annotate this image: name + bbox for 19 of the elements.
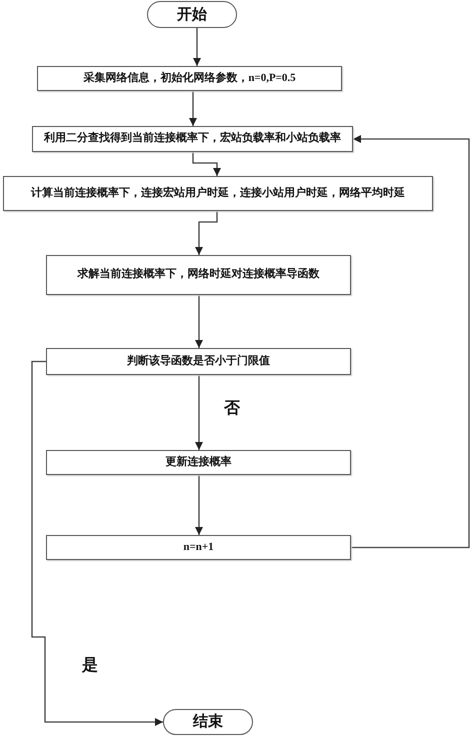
arrow — [193, 28, 201, 66]
edge-label: 是 — [80, 655, 100, 676]
arrow — [31, 360, 163, 726]
process-box: 更新连接概率 — [46, 450, 351, 475]
terminal-box: 开始 — [147, 1, 237, 28]
arrow — [351, 135, 470, 548]
process-box: 采集网络信息，初始化网络参数，n=0,P=0.5 — [37, 66, 342, 91]
process-box: 判断该导函数是否小于门限值 — [46, 348, 351, 375]
arrow — [189, 91, 197, 126]
arrow — [195, 211, 218, 255]
process-box: 利用二分查找得到当前连接概率下，宏站负载率和小站负载率 — [32, 126, 353, 152]
arrow — [195, 375, 203, 450]
process-box: n=n+1 — [46, 535, 351, 560]
arrow — [195, 475, 203, 535]
process-box: 计算当前连接概率下，连接宏站用户时延，连接小站用户时延，网络平均时延 — [3, 176, 433, 211]
terminal-box: 结束 — [163, 709, 253, 735]
process-box: 求解当前连接概率下，网络时延对连接概率导函数 — [46, 255, 351, 295]
arrow — [192, 152, 221, 176]
arrow — [195, 295, 203, 348]
